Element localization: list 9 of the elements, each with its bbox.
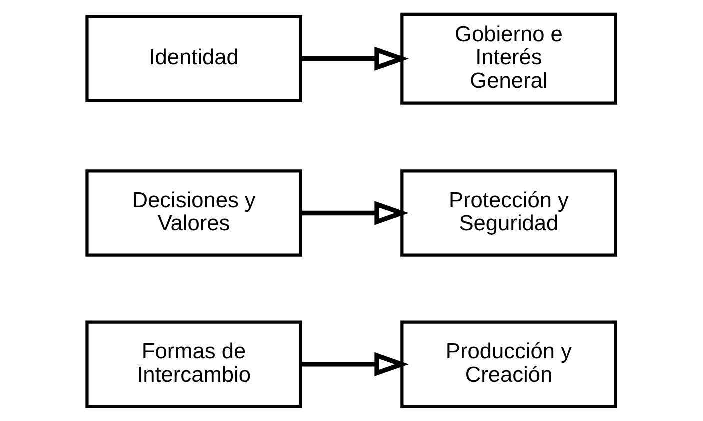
node-box: Identidad [86,15,302,103]
node-box: Protección y Seguridad [400,170,618,257]
arrow [301,46,410,71]
arrow [301,352,410,376]
node-box: Gobierno e Interés General [400,12,618,105]
node-box: Producción y Creación [400,320,618,408]
arrow [301,201,410,226]
node-box: Formas de Intercambio [86,320,302,408]
node-box: Decisiones y Valores [86,170,302,257]
